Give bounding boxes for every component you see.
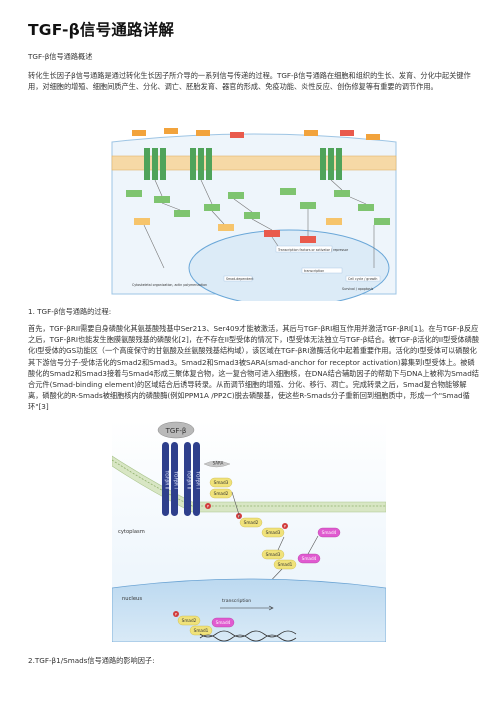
pathway-diagram: Transcription factors or activator / rep… [104, 118, 404, 301]
smad4-free [317, 527, 341, 538]
smad3-trimer [261, 549, 285, 560]
receptor-phospho-label: P [207, 505, 210, 509]
receptor-i-right-label: TGFβR I [195, 470, 201, 489]
survival-label: Survival / apoptosis [342, 287, 374, 291]
nucleus-note-label: Smad-dependent [226, 277, 254, 281]
receptor-group-right [320, 148, 342, 180]
smad4-trimer [297, 553, 321, 564]
tgfb-label: TGF-β [165, 427, 187, 435]
smad2-receptor-label: Smad2 [214, 491, 229, 496]
smad4-nuclear-label: Smad4 [216, 620, 231, 625]
tgfb-ligand [157, 421, 195, 439]
receptor-ii-right-label: TGFβR II [186, 470, 192, 490]
smad2-receptor [209, 488, 233, 499]
smad3-trimer-label: Smad3 [266, 552, 281, 557]
cell-cycle-label: Cell cycle / growth [348, 277, 377, 281]
dna-binding-label: Transcription factors or activator / rep… [277, 248, 349, 252]
smad3-receptor-label: Smad3 [214, 480, 229, 485]
receptor-ii-left-label: TGFβR II [164, 470, 170, 490]
ligand-boxes [132, 128, 380, 140]
dna-strand-b [199, 630, 297, 638]
receptor-group-middle [190, 148, 212, 180]
receptor-phospho-dot [205, 503, 211, 509]
receptor-complex [162, 442, 200, 516]
membrane-line [112, 459, 386, 507]
pathway-diagram-figure: Transcription factors or activator / rep… [104, 118, 404, 301]
receptor-i-left-label: TGFβR I [173, 470, 179, 489]
smad4-free-label: Smad4 [322, 530, 337, 535]
factors-heading: 2.TGF-β1/Smads信号通路的影响因子: [28, 656, 155, 665]
dna-strand-a [199, 634, 297, 642]
nucleus-shape [188, 229, 390, 301]
transcription-label: transcription [222, 598, 251, 604]
smad3-receptor [209, 477, 233, 488]
smad3-phospho-dot [282, 523, 288, 529]
signal-nodes [126, 188, 390, 243]
cytoskeleton-label: Cytoskeletal organization, actin polymer… [132, 283, 207, 287]
smad-pathway-figure: TGF-β TGFβR II TGFβR I TGFβR II TGFβR I … [112, 420, 386, 642]
smad2-nuclear-label: Smad2 [182, 618, 197, 623]
transcription-right-label: transcription [304, 269, 324, 273]
process-paragraph: 首先，TGF-βRII需要自身磷酸化其氨基酸残基中Ser213、Ser409才能… [28, 324, 480, 412]
page-title: TGF-β信号通路详解 [28, 21, 175, 39]
smad1-trimer [273, 559, 297, 570]
overview-heading: TGF-β信号通路概述 [28, 52, 93, 61]
cell-membrane [112, 455, 386, 513]
smad2-phospho-dot [236, 513, 242, 519]
smad3-phospho-label: Smad3 [266, 530, 281, 535]
smad2-phospho-label: Smad2 [244, 520, 259, 525]
smad1-nuclear-label: Smad1 [194, 628, 209, 633]
cytoplasm-label: cytoplasm [118, 529, 145, 535]
smad2-nuclear-dot-label: P [175, 613, 178, 617]
smad-pathway-diagram: TGF-β TGFβR II TGFβR I TGFβR II TGFβR I … [112, 420, 386, 642]
receptor-group-left [144, 148, 166, 180]
sara-label: SARA [213, 461, 224, 466]
nucleus-label: nucleus [122, 596, 142, 602]
smad2-phospho [239, 517, 263, 528]
smad2-nuclear [177, 615, 201, 626]
smad3-phospho-dot-label: P [284, 525, 287, 529]
smad4-trimer-label: Smad4 [302, 556, 317, 561]
smad3-phospho [261, 527, 285, 538]
process-heading: 1. TGF-β信号通路的过程: [28, 307, 112, 316]
smad4-nuclear [211, 617, 235, 628]
smad1-trimer-label: Smad1 [278, 562, 293, 567]
overview-paragraph: 转化生长因子β信号通路是通过转化生长因子所介导的一系列信号传递的过程。TGF-β… [28, 71, 471, 92]
smad2-nuclear-dot [173, 611, 179, 617]
sara-shape [203, 460, 231, 468]
nucleus [112, 578, 386, 642]
transcription-arrowhead [268, 605, 274, 611]
nucleus-blocks [223, 245, 381, 282]
